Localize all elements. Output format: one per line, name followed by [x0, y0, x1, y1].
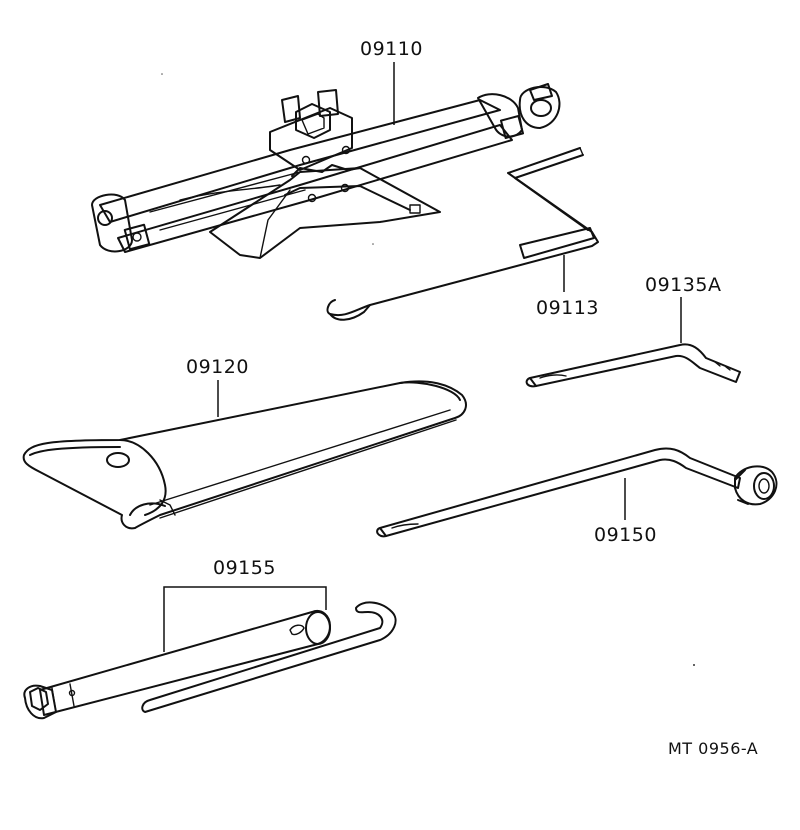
- part-label-09135A: 09135A: [645, 274, 722, 296]
- jack-handle-extension-drawing: [525, 343, 741, 388]
- part-label-09150: 09150: [594, 524, 657, 546]
- part-label-09120: 09120: [186, 356, 249, 378]
- tool-bag-drawing: [22, 380, 467, 530]
- scissor-jack-drawing: [91, 83, 561, 259]
- part-label-09110: 09110: [360, 38, 423, 60]
- jack-handle-drawing: [326, 147, 599, 321]
- plug-wrench-set-drawing: [23, 601, 397, 720]
- part-label-09113: 09113: [536, 297, 599, 319]
- wheel-nut-wrench-drawing: [376, 447, 778, 538]
- leader-09155-bracket: [163, 586, 327, 652]
- drawing-code: MT 0956-A: [668, 739, 759, 758]
- part-label-09155: 09155: [213, 557, 276, 579]
